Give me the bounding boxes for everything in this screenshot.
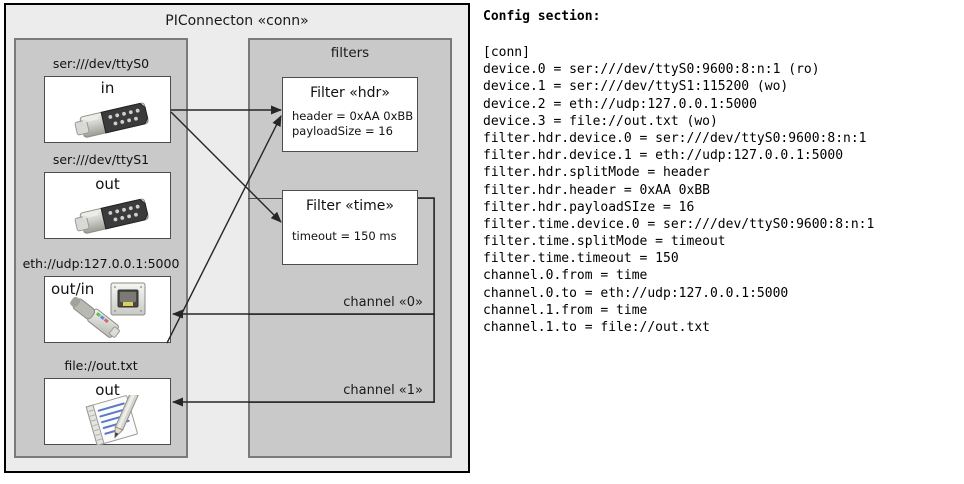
- device-card-ttys0[interactable]: in: [44, 76, 171, 143]
- filters-panel-title: filters: [330, 45, 370, 61]
- config-line: filter.time.splitMode = timeout: [483, 234, 726, 250]
- config-line: filter.hdr.payloadSIze = 16: [483, 199, 695, 215]
- filter-card-time[interactable]: Filter «time» timeout = 150 ms: [282, 190, 418, 265]
- device-card-eth[interactable]: out/in: [44, 276, 171, 343]
- channel-label-1: channel «1»: [343, 383, 423, 398]
- filter-attr-payloadsize: payloadSize = 16: [292, 124, 393, 138]
- config-line: device.0 = ser:///dev/ttyS0:9600:8:n:1 (…: [483, 62, 820, 78]
- config-section: Config section: [conn] device.0 = ser:///…: [480, 0, 964, 484]
- config-line: filter.hdr.splitMode = header: [483, 165, 710, 181]
- filter-attr-timeout: timeout = 150 ms: [292, 229, 397, 243]
- filter-attr-header: header = 0xAA 0xBB: [292, 109, 414, 123]
- config-line: channel.1.to = file://out.txt: [483, 320, 710, 335]
- filter-card-hdr[interactable]: Filter «hdr» header = 0xAA 0xBB payloadS…: [282, 77, 418, 152]
- config-line: device.2 = eth://udp:127.0.0.1:5000: [483, 96, 757, 112]
- config-line: [conn]: [483, 45, 530, 60]
- config-line: filter.time.timeout = 150: [483, 251, 679, 267]
- serial-db9-icon: [73, 193, 161, 241]
- config-line: device.3 = file://out.txt (wo): [483, 113, 718, 129]
- config-heading: Config section:: [483, 9, 601, 24]
- config-line: channel.0.from = time: [483, 268, 648, 284]
- device-direction-label: out: [95, 175, 120, 193]
- device-direction-label: in: [100, 79, 115, 97]
- device-direction-label: out/in: [51, 280, 95, 298]
- connection-diagram: PIConnecton «conn» ser:///dev/ttyS0 in: [0, 0, 480, 484]
- channel-label-0: channel «0»: [343, 295, 423, 310]
- device-caption-ttys1: ser:///dev/ttyS1: [52, 152, 150, 167]
- config-line: filter.time.device.0 = ser:///dev/ttyS0:…: [483, 216, 875, 232]
- serial-db9-icon: [73, 97, 161, 145]
- text-file-pencil-icon: [79, 391, 155, 449]
- filter-title: Filter «hdr»: [310, 85, 390, 101]
- channel-box-1: channel «1»: [248, 314, 435, 403]
- device-caption-ttys0: ser:///dev/ttyS0: [52, 56, 150, 71]
- config-line: filter.hdr.header = 0xAA 0xBB: [483, 182, 710, 198]
- filter-title: Filter «time»: [306, 198, 394, 214]
- ethernet-rj45-icon: [65, 281, 165, 347]
- device-direction-label: out: [95, 381, 120, 399]
- config-line: channel.1.from = time: [483, 302, 648, 318]
- config-line: filter.hdr.device.1 = eth://udp:127.0.0.…: [483, 148, 844, 164]
- device-caption-eth: eth://udp:127.0.0.1:5000: [22, 256, 180, 271]
- device-caption-file: file://out.txt: [64, 358, 138, 373]
- device-card-ttys1[interactable]: out: [44, 172, 171, 239]
- diagram-title: PIConnecton «conn»: [165, 13, 309, 29]
- config-body: [conn] device.0 = ser:///dev/ttyS0:9600:8…: [483, 44, 874, 336]
- device-card-file[interactable]: out: [44, 378, 171, 447]
- config-line: device.1 = ser:///dev/ttyS1:115200 (wo): [483, 79, 789, 95]
- config-line: channel.0.to = eth://udp:127.0.0.1:5000: [483, 285, 789, 301]
- config-line: filter.hdr.device.0 = ser:///dev/ttyS0:9…: [483, 130, 867, 146]
